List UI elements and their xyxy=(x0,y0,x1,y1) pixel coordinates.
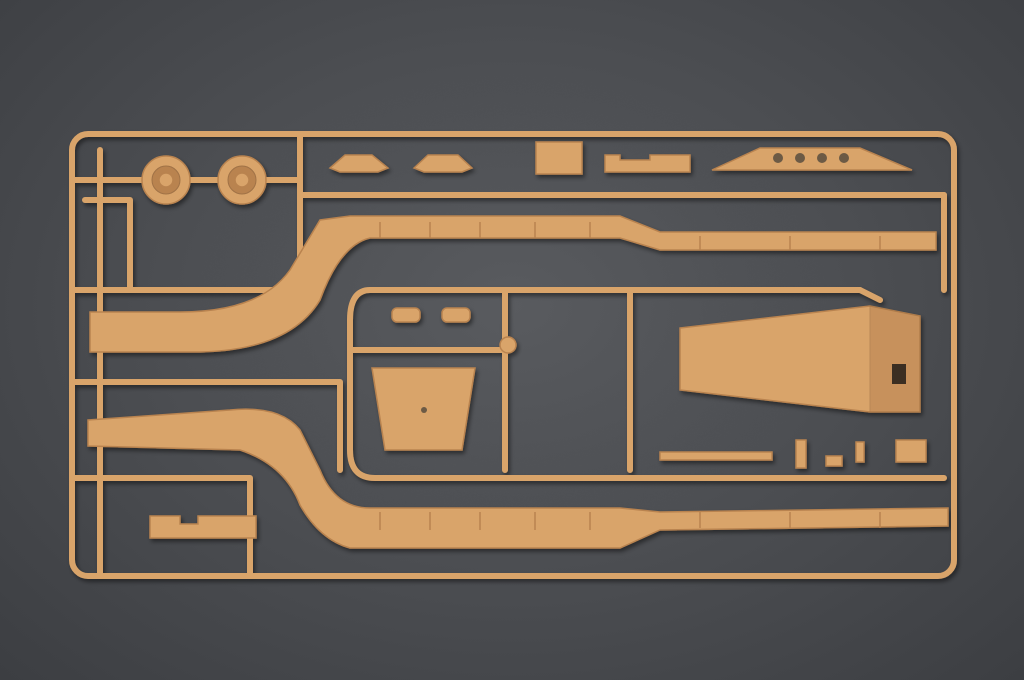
small-part xyxy=(535,141,583,175)
road-wheel xyxy=(217,155,267,205)
small-part xyxy=(149,515,257,539)
runner xyxy=(347,287,947,481)
chassis-rail xyxy=(89,215,937,353)
small-bar xyxy=(659,451,773,461)
center-plate xyxy=(371,367,476,451)
bracket-with-holes xyxy=(711,147,913,171)
small-fittings xyxy=(795,439,927,469)
runner xyxy=(82,147,947,579)
small-part xyxy=(604,154,691,173)
small-part xyxy=(412,154,474,173)
chassis-rail xyxy=(87,408,949,549)
sprue-gate xyxy=(499,336,517,354)
small-cylinder xyxy=(391,307,421,323)
road-wheel xyxy=(141,155,191,205)
rail-notches xyxy=(379,222,881,530)
small-cylinder xyxy=(441,307,471,323)
sprue-frame xyxy=(69,131,957,579)
hull-box xyxy=(679,305,921,413)
small-part xyxy=(328,154,390,173)
